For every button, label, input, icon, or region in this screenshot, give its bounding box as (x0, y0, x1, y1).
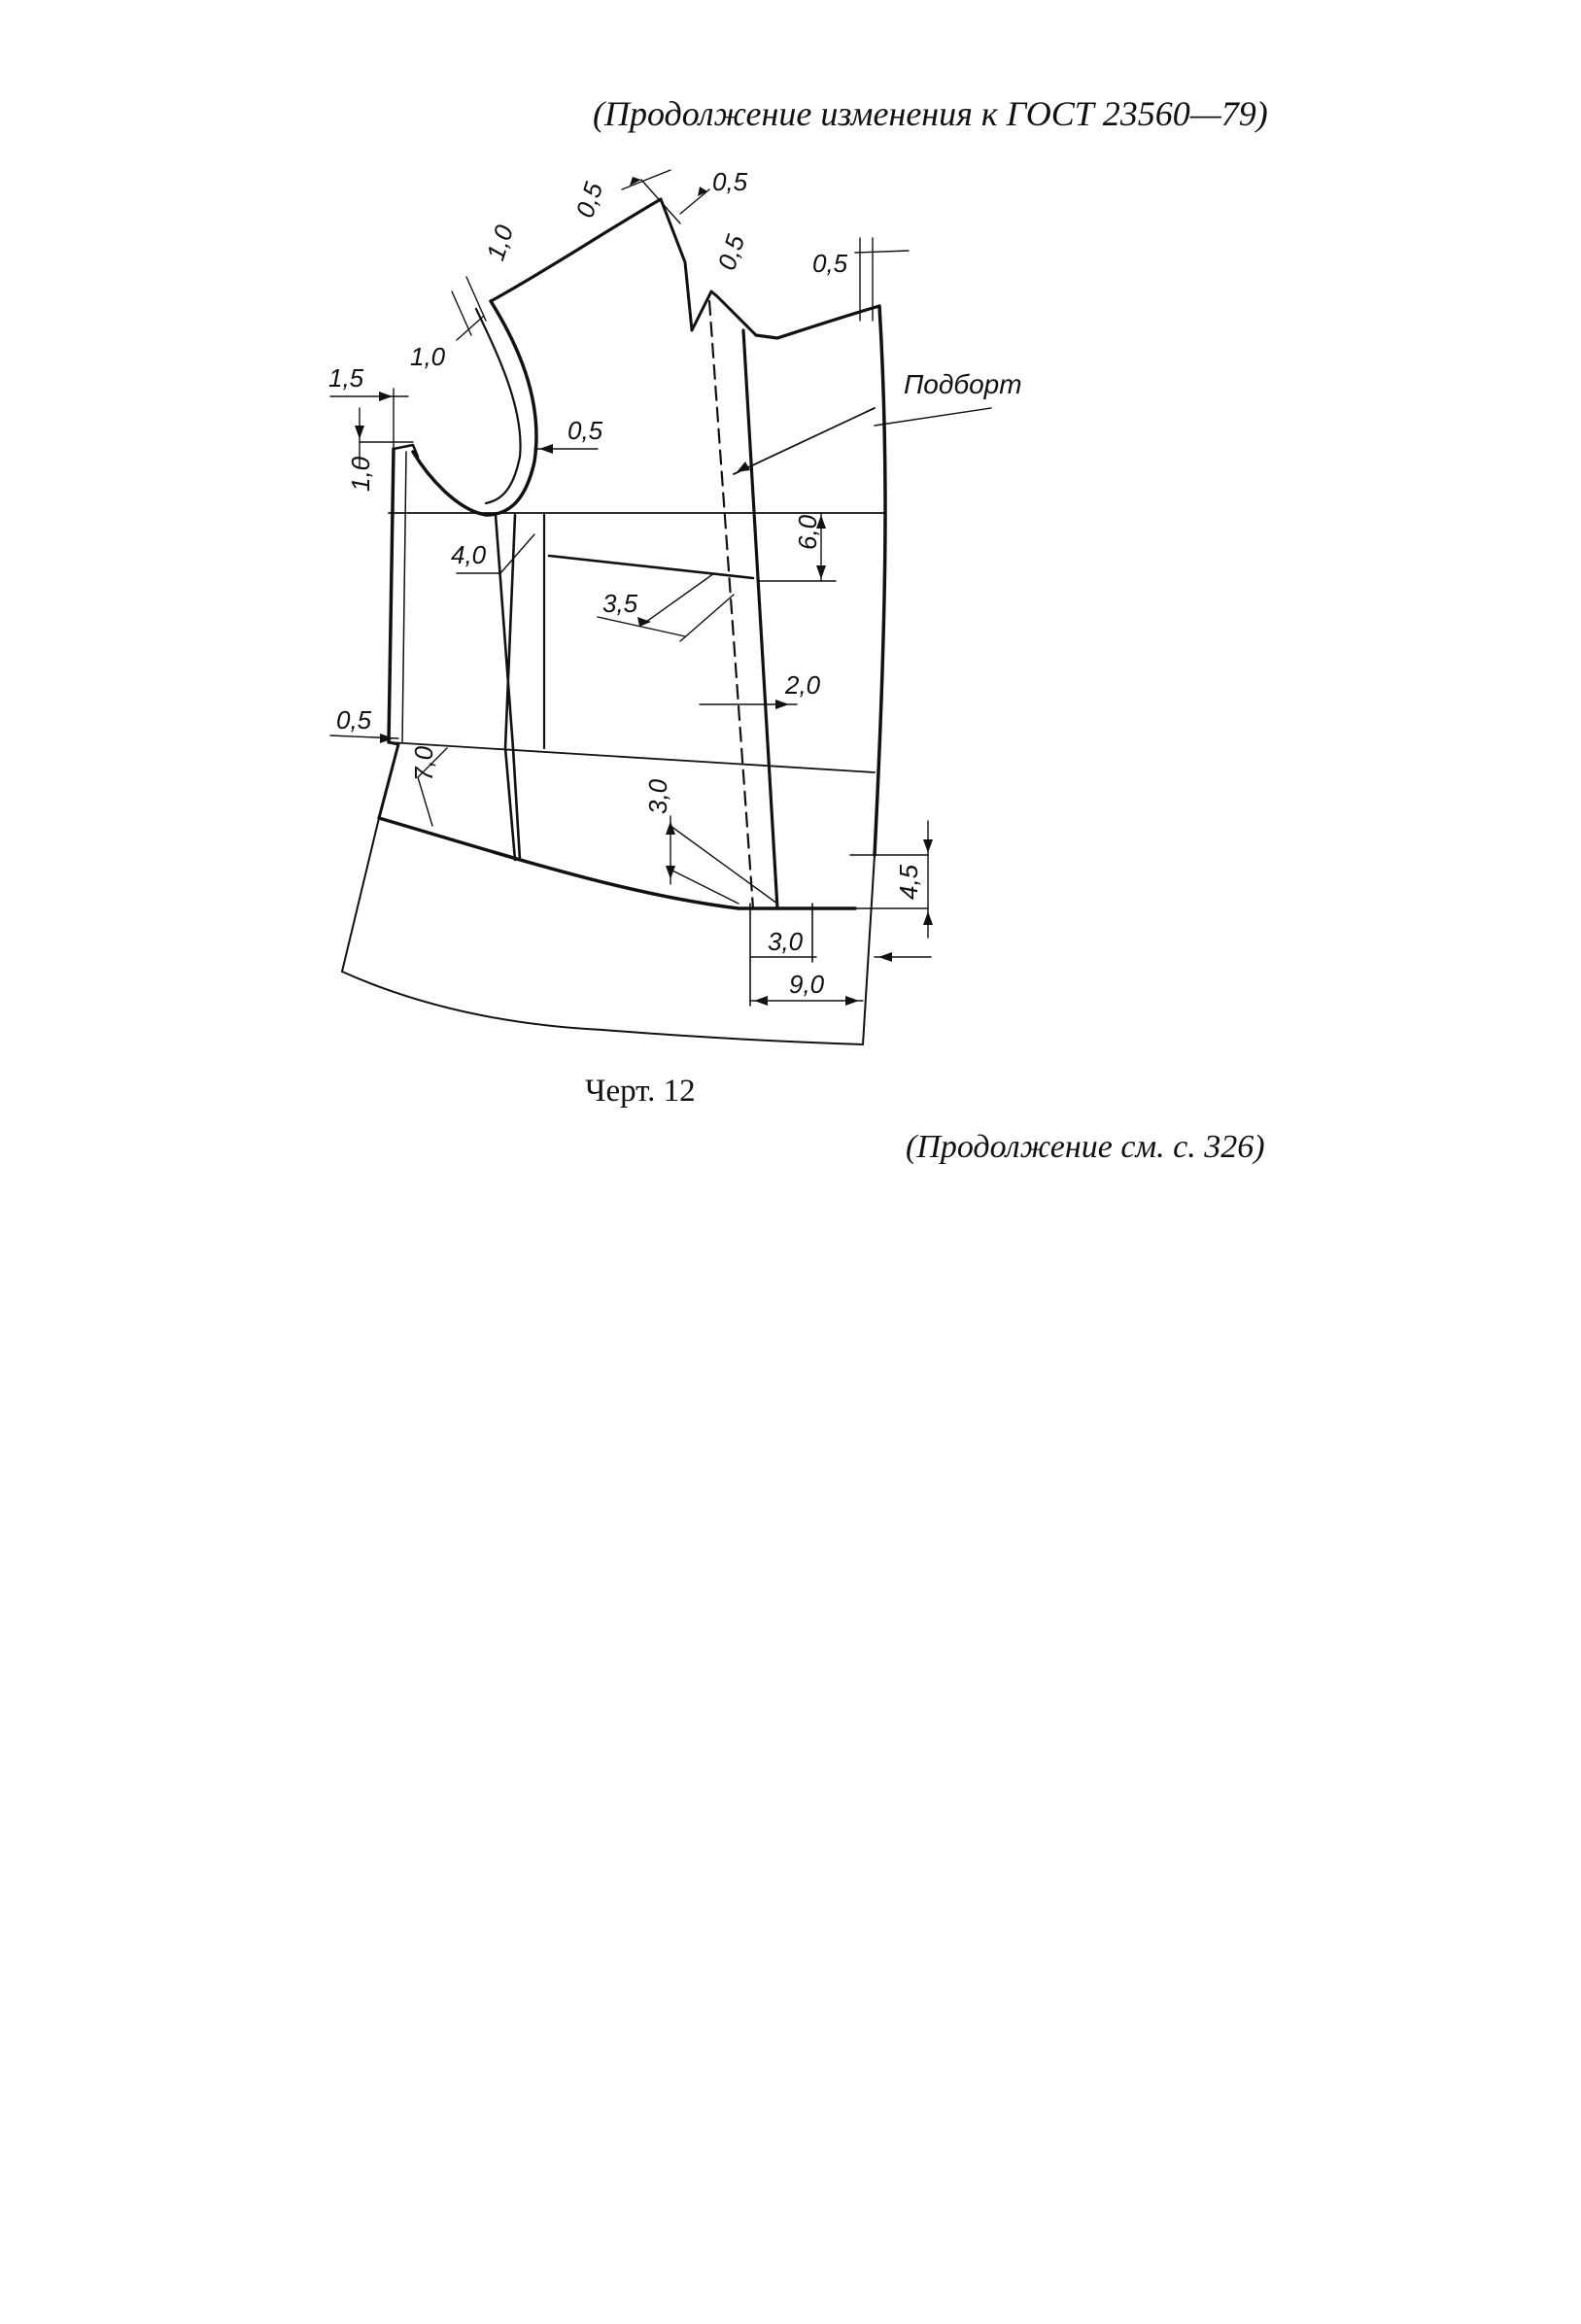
dim-leader (417, 776, 433, 827)
dim-arrow (630, 177, 641, 186)
dim-arrow (539, 444, 553, 454)
dim-label: 0,5 (567, 416, 603, 445)
side-seam-step (377, 740, 400, 820)
dim-label: 3,5 (602, 589, 638, 618)
dim-leader (451, 290, 472, 336)
dim-arrow (816, 565, 826, 579)
dim-arrow (816, 515, 826, 529)
dim-leader (670, 869, 739, 905)
dim-label: 0,5 (336, 705, 372, 735)
lower-left-edge (341, 817, 380, 973)
dim-label: 2,0 (784, 670, 821, 700)
bottom-break-line (341, 971, 864, 1045)
dim-arrow (355, 426, 364, 439)
dim-leader (733, 407, 876, 475)
neck-notch (659, 197, 758, 337)
dim-leader (874, 407, 992, 427)
dim-arrow (878, 952, 892, 962)
waist-line (388, 741, 876, 773)
dim-label: 1,0 (346, 456, 375, 492)
dim-label: 7,0 (409, 745, 438, 781)
pattern-drawing: 0,5 0,5 0,5 0,5 1,0 1,0 1,5 1,0 0,5 4,0 … (328, 167, 1022, 1045)
dim-leader (597, 616, 686, 637)
dim-label: 9,0 (789, 970, 825, 999)
dim-label: 6,0 (793, 514, 822, 550)
dim-label: 1,0 (480, 221, 519, 263)
dim-leader (645, 572, 715, 623)
dim-leader (679, 188, 710, 215)
dim-leader (456, 315, 485, 341)
dim-leader (465, 276, 487, 322)
waist-dart (494, 513, 522, 862)
side-top-point (392, 443, 420, 459)
dim-label: 0,5 (812, 249, 848, 278)
dim-leader (499, 533, 535, 574)
dim-leader (670, 825, 778, 905)
dim-label: 4,0 (451, 540, 487, 569)
dim-label: 1,5 (328, 363, 364, 393)
dim-arrow (379, 392, 393, 401)
front-top-line (754, 304, 881, 340)
dim-label: 0,5 (712, 167, 748, 196)
dim-leader (417, 747, 448, 778)
dim-label: 1,0 (410, 342, 446, 371)
dim-label: 3,0 (768, 927, 804, 956)
dim-label: 0,5 (569, 178, 608, 221)
dim-arrow (923, 839, 933, 853)
front-edge (873, 304, 887, 857)
side-guide (401, 451, 407, 743)
dim-arrow (775, 700, 789, 709)
hem-curve (377, 816, 857, 910)
dim-arrow (666, 821, 675, 835)
facing-line (741, 328, 779, 910)
dim-label: 3,0 (643, 778, 672, 814)
side-seam (387, 447, 395, 744)
armhole-inner (474, 307, 522, 505)
dim-leader (679, 594, 735, 642)
pocket-line (547, 554, 755, 580)
facing-dashed (707, 299, 755, 910)
dim-arrow (380, 734, 394, 743)
dim-label: 4,5 (894, 864, 923, 900)
shoulder-line (489, 197, 663, 303)
figure-caption: Черт. 12 (585, 1074, 696, 1109)
dim-label: 0,5 (711, 230, 750, 273)
page-footer: (Продолжение см. с. 326) (906, 1129, 1265, 1165)
dim-arrow (666, 866, 675, 879)
dim-arrow (845, 996, 859, 1006)
front-edge-low (862, 854, 876, 1045)
dim-arrow (923, 911, 933, 925)
dim-arrow (698, 187, 707, 196)
dim-leader (621, 169, 671, 190)
armhole-curve (411, 299, 538, 517)
dim-leader (640, 179, 681, 224)
dim-arrow (737, 461, 750, 472)
dim-leader (854, 250, 910, 254)
facing-label: Подборт (904, 369, 1022, 399)
dim-arrow (637, 617, 651, 627)
page-header: (Продолжение изменения к ГОСТ 23560—79) (593, 94, 1268, 133)
dim-arrow (754, 996, 768, 1006)
